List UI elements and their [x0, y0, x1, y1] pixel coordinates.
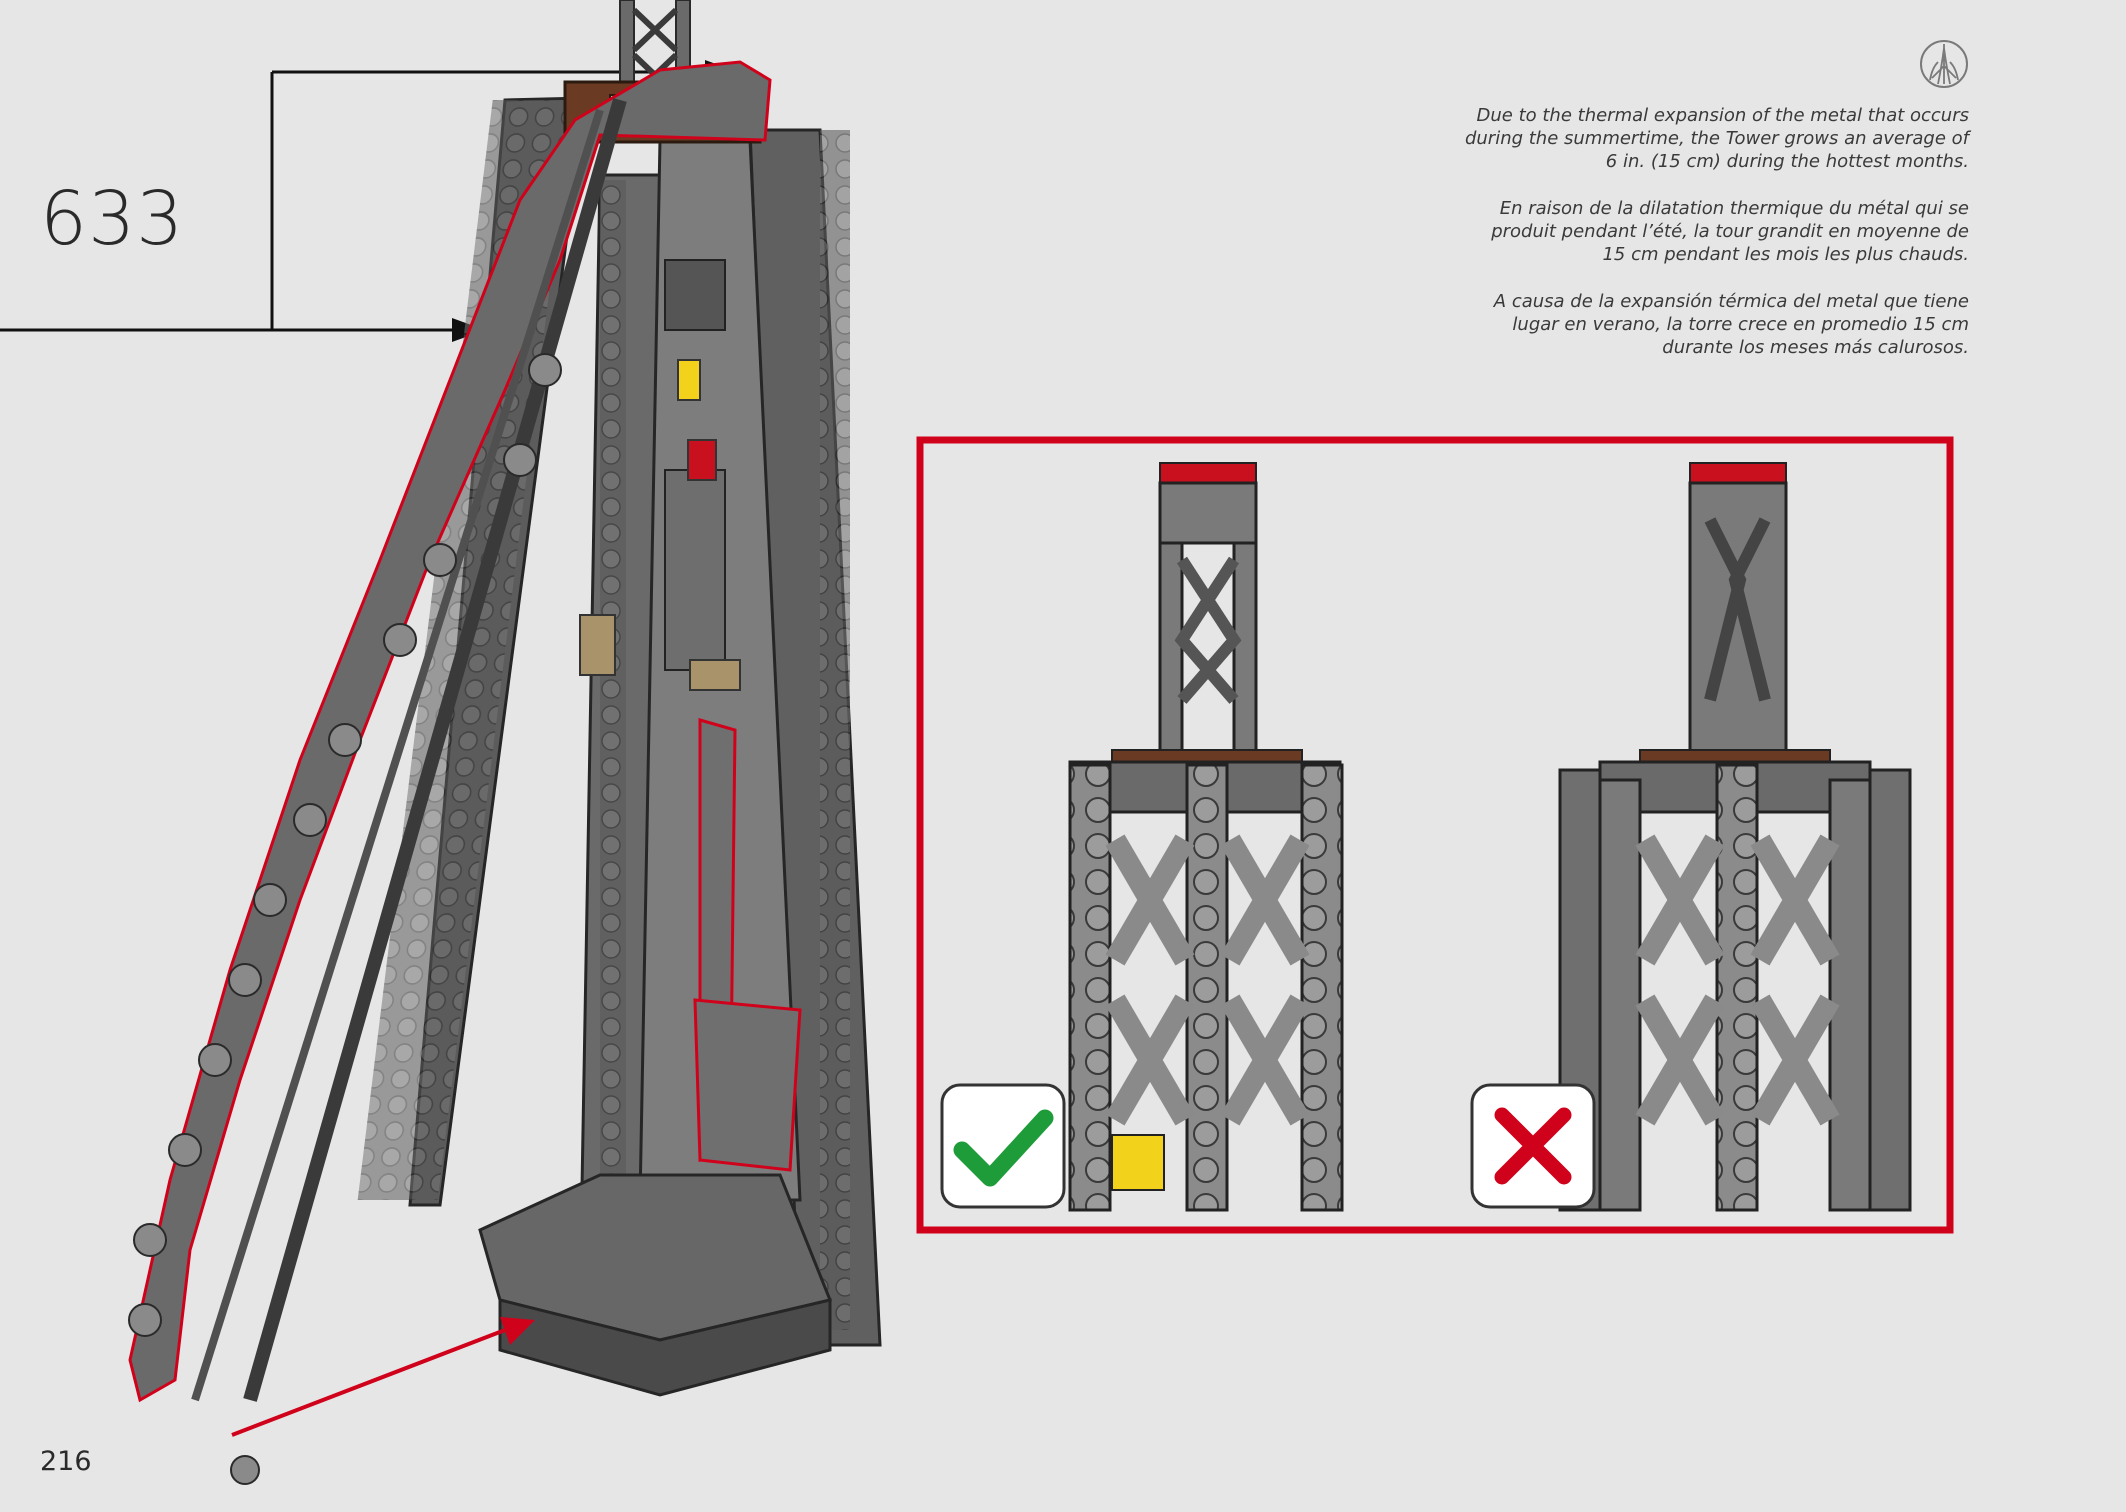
correct-build [1068, 462, 1344, 1212]
fact-text: Due to the thermal expansion of the meta… [1329, 104, 1969, 383]
red-x-icon [1470, 1083, 1596, 1209]
page-number: 216 [40, 1446, 92, 1477]
placement-arrow [231, 1317, 535, 1437]
green-checkmark-icon [940, 1083, 1066, 1209]
step-number: 633 [40, 176, 185, 262]
fact-english: Due to the thermal expansion of the meta… [1464, 105, 1969, 172]
fact-french: En raison de la dilatation thermique du … [1491, 198, 1969, 265]
fact-spanish: A causa de la expansión térmica del meta… [1493, 291, 1969, 358]
new-pieces-highlight [128, 60, 802, 1485]
comparison-panel [916, 436, 1954, 1234]
eiffel-tower-line-logo-icon [1920, 40, 1968, 88]
